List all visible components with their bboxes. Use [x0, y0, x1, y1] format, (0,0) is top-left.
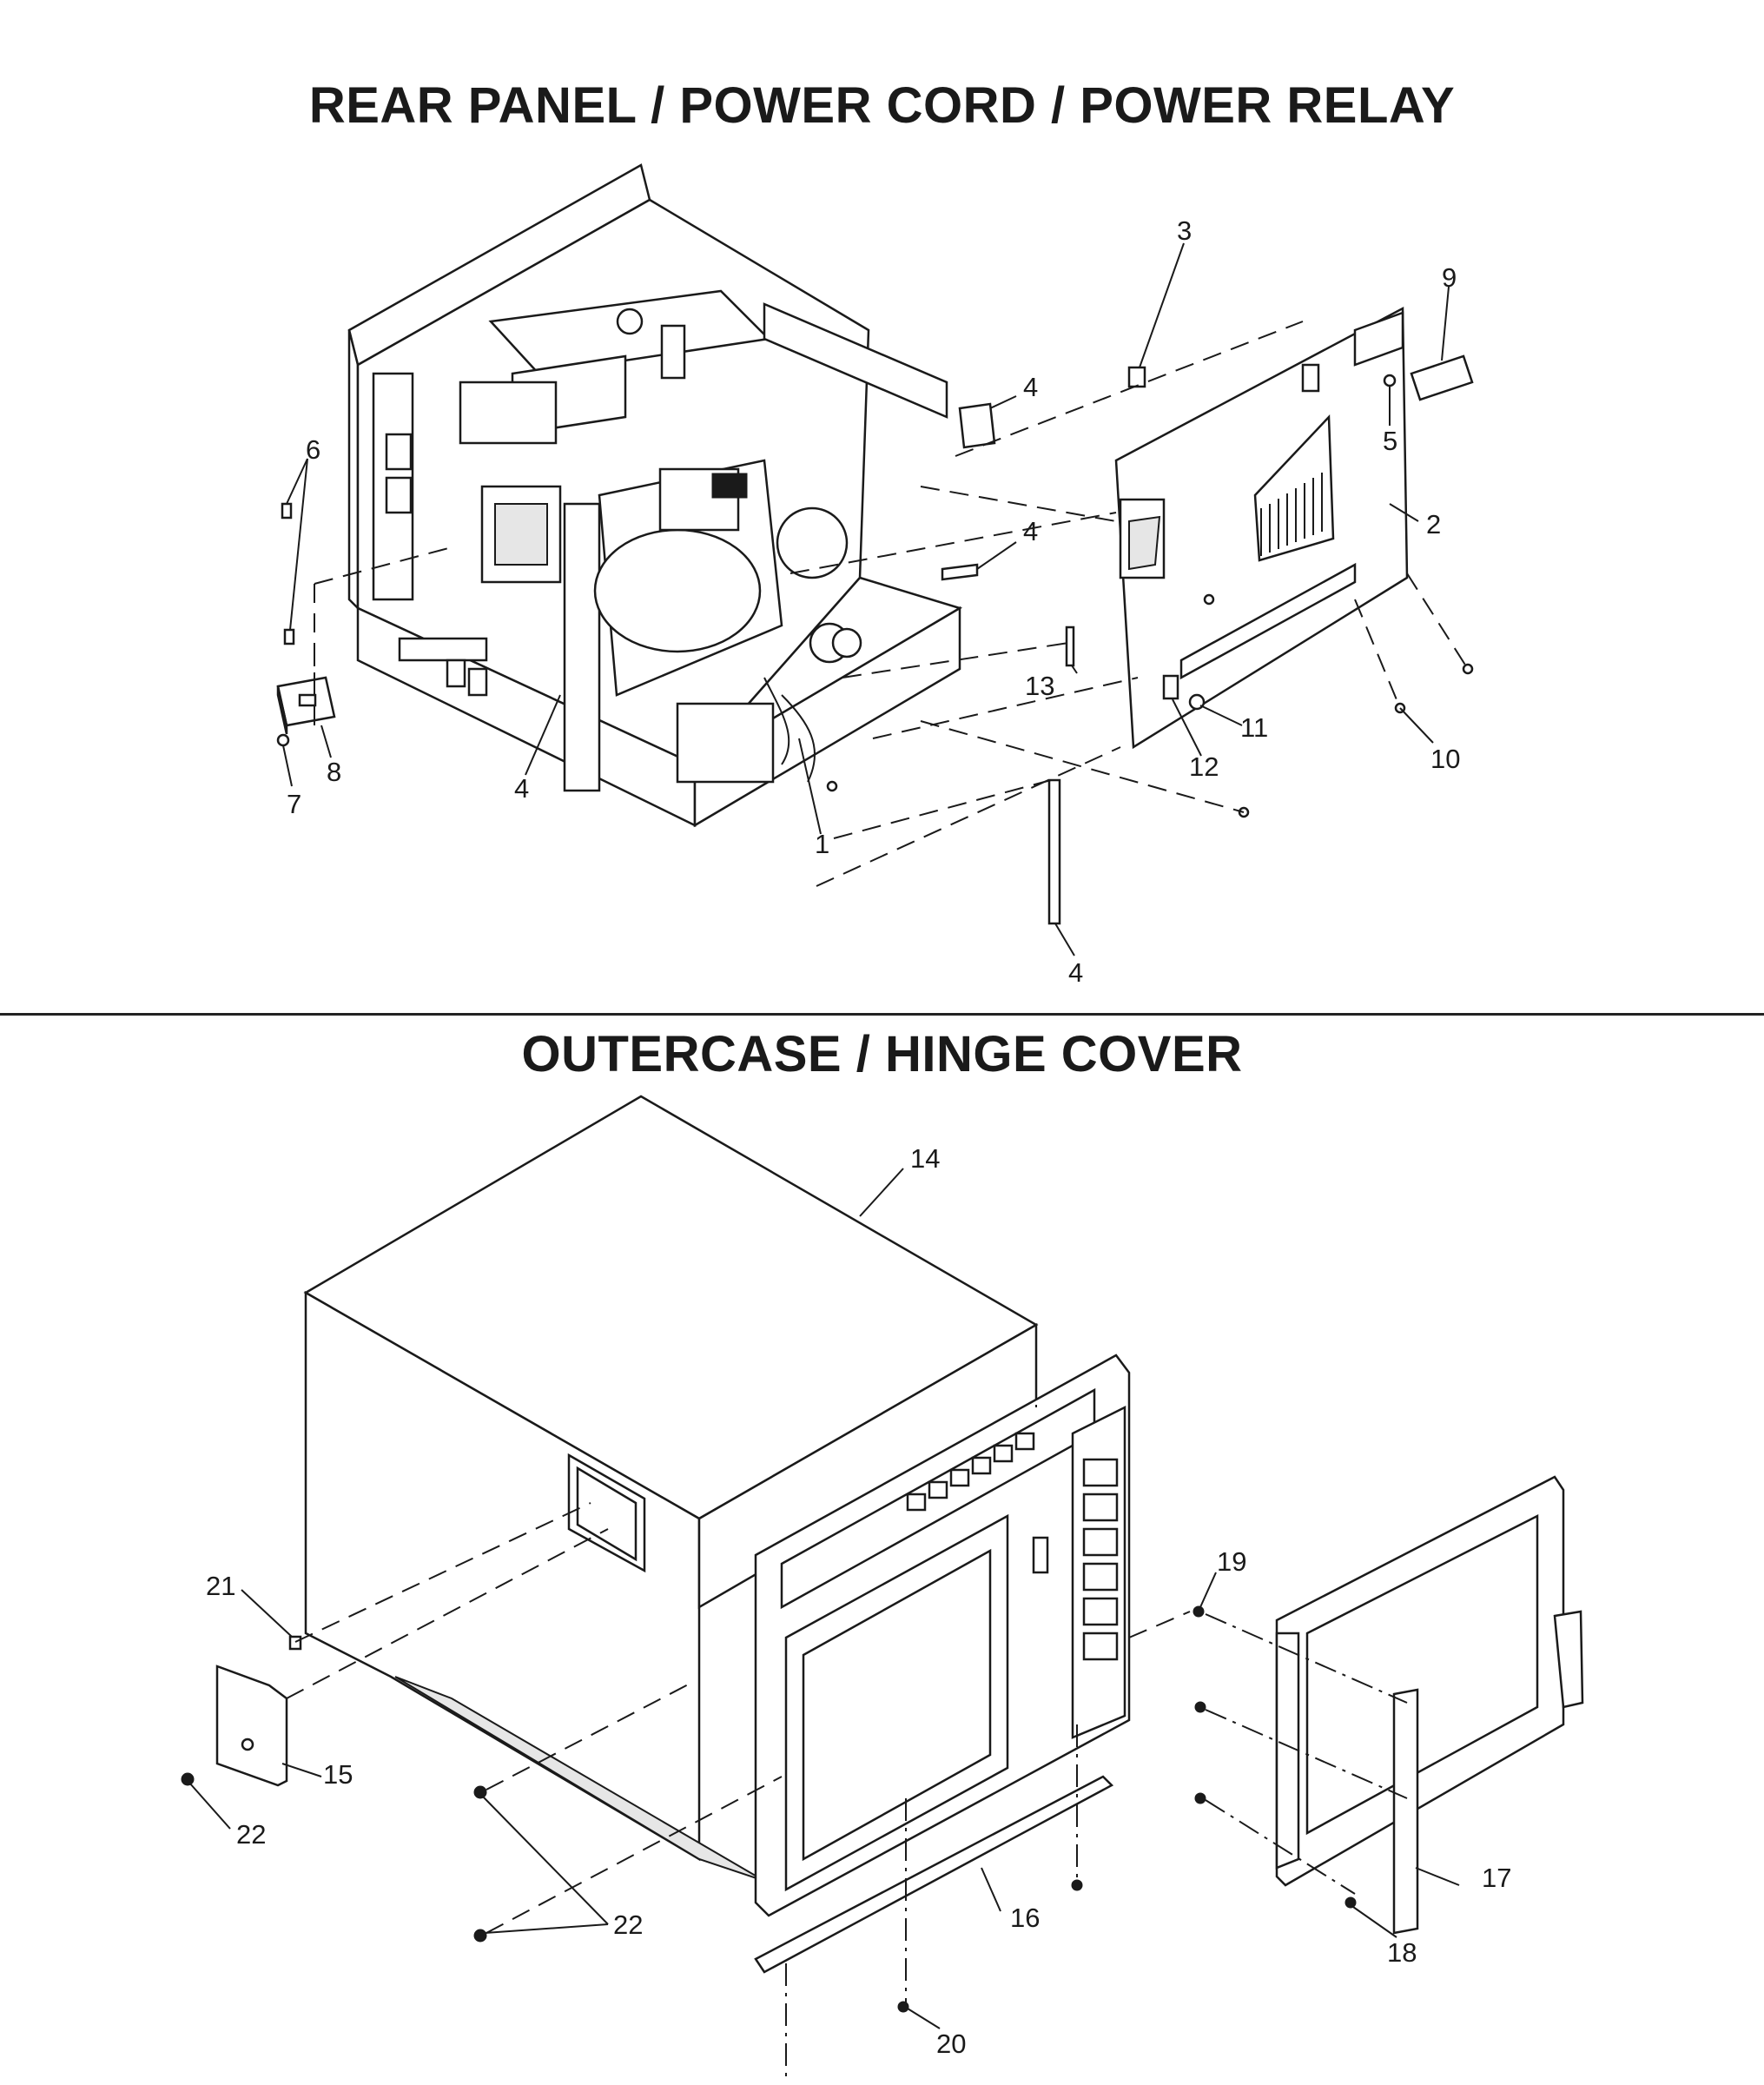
bottom-rail-16: [754, 1775, 1114, 1974]
rear-panel: [1114, 306, 1409, 750]
oven-chassis-assembly: [347, 163, 963, 828]
callout-8: 8: [327, 757, 341, 787]
callout-21: 21: [206, 1571, 235, 1601]
callout-2: 2: [1426, 509, 1441, 539]
screw-19c: [1194, 1792, 1206, 1804]
screw-5: [1383, 374, 1397, 387]
callout-4b: 4: [1023, 516, 1038, 546]
callout-17: 17: [1482, 1863, 1511, 1893]
callout-4d: 4: [1068, 957, 1083, 988]
callout-18: 18: [1387, 1937, 1417, 1968]
insulation-4c: [1047, 778, 1061, 925]
section-title-rear-panel: REAR PANEL / POWER CORD / POWER RELAY: [308, 77, 1456, 134]
callout-7: 7: [287, 789, 301, 819]
callout-22b: 22: [613, 1910, 643, 1940]
clip-6b: [283, 628, 295, 645]
bracket-3: [1127, 366, 1146, 388]
terminal-12: [1162, 674, 1179, 700]
clip-21: [288, 1635, 302, 1651]
insulation-4a: [958, 402, 996, 449]
screw-10e: [1203, 593, 1215, 606]
hinge-cover-panel: [1275, 1475, 1584, 1935]
top-assembly-lines: [314, 321, 1469, 887]
callout-13: 13: [1025, 671, 1054, 701]
callout-11: 11: [1240, 712, 1268, 743]
callout-9: 9: [1442, 262, 1457, 293]
bottom-callout-leaders: [188, 1168, 1460, 2029]
screw-10d: [826, 780, 838, 792]
callout-3: 3: [1177, 215, 1192, 246]
screw-19a: [1193, 1605, 1205, 1618]
screw-18: [1344, 1896, 1357, 1909]
screw-20: [897, 2001, 909, 2013]
callout-12: 12: [1189, 751, 1219, 782]
section-divider: [0, 1013, 1764, 1016]
callout-16: 16: [1010, 1903, 1040, 1933]
callout-10: 10: [1430, 744, 1460, 774]
screw-22b: [473, 1785, 487, 1799]
screw-20b: [1071, 1879, 1083, 1891]
clip-6a: [281, 502, 293, 520]
bolt-13: [1065, 626, 1075, 667]
cover-9: [1410, 354, 1474, 401]
power-relay: [276, 676, 336, 735]
screw-10a: [1462, 663, 1474, 675]
callout-20: 20: [936, 2029, 966, 2059]
callout-19: 19: [1217, 1546, 1246, 1577]
section-title-outercase: OUTERCASE / HINGE COVER: [521, 1026, 1243, 1082]
callout-4c: 4: [514, 773, 529, 804]
callout-22a: 22: [236, 1819, 266, 1850]
callout-1: 1: [815, 829, 829, 859]
outercase-assembly: [303, 1095, 1131, 1917]
bottom-assembly-lines: [286, 1293, 1408, 2076]
callout-5: 5: [1383, 426, 1397, 456]
insulation-4b: [941, 563, 979, 581]
screw-22a: [181, 1772, 195, 1786]
screw-7: [276, 733, 290, 747]
top-callout-leaders: [282, 242, 1450, 956]
callout-15: 15: [323, 1759, 353, 1790]
screw-22c: [473, 1929, 487, 1943]
callout-4a: 4: [1023, 372, 1038, 402]
screw-19b: [1194, 1701, 1206, 1713]
callout-6: 6: [306, 434, 320, 465]
callout-14: 14: [910, 1143, 940, 1174]
cover-plate-15: [215, 1665, 288, 1787]
